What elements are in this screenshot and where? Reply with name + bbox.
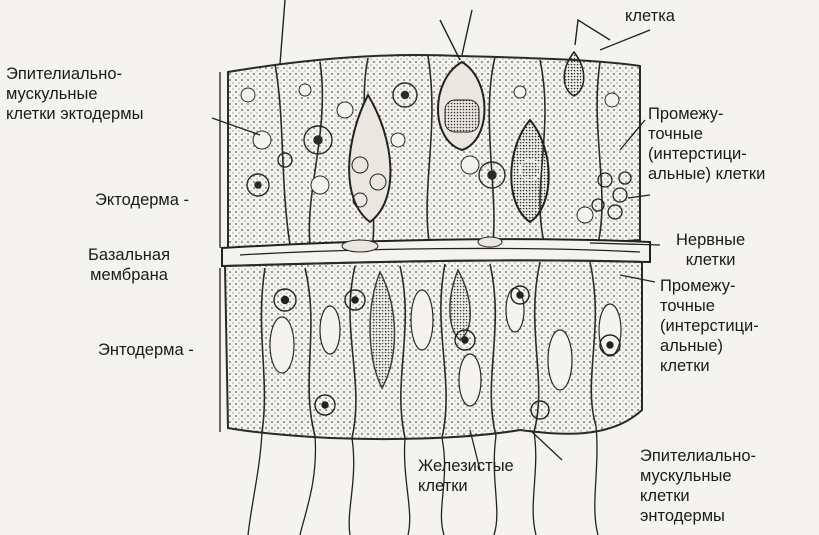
label-endoderm: Энтодерма - [98, 340, 194, 360]
label-top-cell: клетка [625, 6, 675, 26]
label-epithelial-muscle-ectoderm: Эпителиально- мускульные клетки эктодерм… [6, 64, 143, 124]
label-int-top-line2: точные [648, 124, 765, 144]
label-gland-line2: клетки [418, 476, 514, 496]
ectoderm-layer [228, 0, 640, 250]
label-epi-endo-line1: Эпителиально- [640, 446, 756, 466]
label-basal-membrane: Базальная мембрана [88, 245, 170, 285]
label-nerve-line1: Нервные [676, 230, 745, 250]
label-epi-ecto-line3: клетки эктодермы [6, 104, 143, 124]
label-epithelial-muscle-endoderm: Эпителиально- мускульные клетки энтодерм… [640, 446, 756, 526]
label-epi-ecto-line1: Эпителиально- [6, 64, 143, 84]
label-int-top-line4: альные) клетки [648, 164, 765, 184]
label-basal-line2: мембрана [88, 265, 170, 285]
label-int-top-line1: Промежу- [648, 104, 765, 124]
label-int-bot-line2: точные [660, 296, 759, 316]
label-int-bot-line4: альные) [660, 336, 759, 356]
label-interstitial-bottom: Промежу- точные (интерстици- альные) кле… [660, 276, 759, 376]
label-int-bot-line1: Промежу- [660, 276, 759, 296]
label-endoderm-line1: Энтодерма - [98, 340, 194, 360]
label-ectoderm: Эктодерма - [95, 190, 189, 210]
label-epi-ecto-line2: мускульные [6, 84, 143, 104]
label-epi-endo-line3: клетки [640, 486, 756, 506]
label-basal-line1: Базальная [88, 245, 170, 265]
label-top-cell-line1: клетка [625, 6, 675, 26]
label-ectoderm-line1: Эктодерма - [95, 190, 189, 210]
label-epi-endo-line2: мускульные [640, 466, 756, 486]
label-epi-endo-line4: энтодермы [640, 506, 756, 526]
label-interstitial-top: Промежу- точные (интерстици- альные) кле… [648, 104, 765, 184]
label-glandular-cells: Железистые клетки [418, 456, 514, 496]
label-nerve-cells: Нервные клетки [676, 230, 745, 270]
label-int-bot-line5: клетки [660, 356, 759, 376]
label-int-bot-line3: (интерстици- [660, 316, 759, 336]
label-gland-line1: Железистые [418, 456, 514, 476]
label-nerve-line2: клетки [676, 250, 745, 270]
label-int-top-line3: (интерстици- [648, 144, 765, 164]
